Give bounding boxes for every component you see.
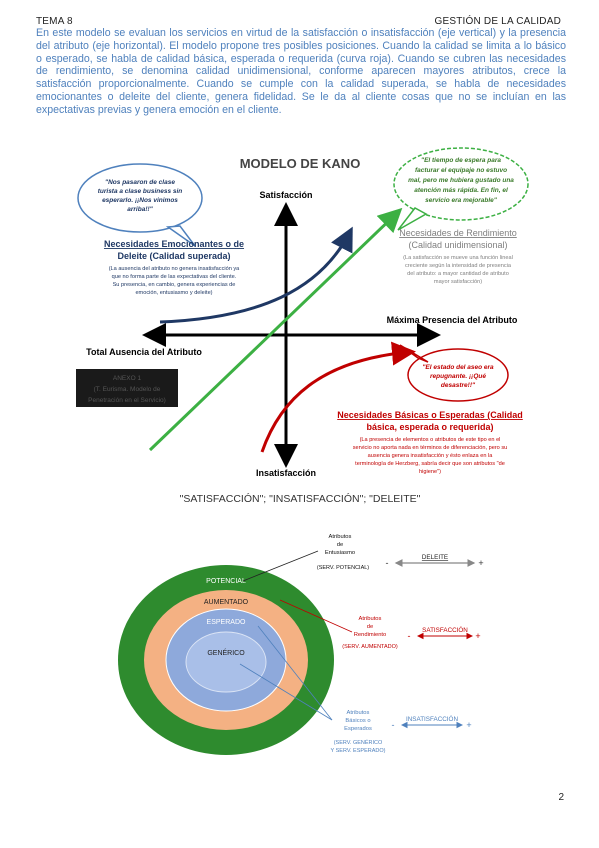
attr-rendimiento-line: de: [367, 624, 373, 630]
section-subtitle: "SATISFACCIÓN"; "INSATISFACCIÓN"; "DELEI…: [180, 492, 421, 505]
rings-diagram: POTENCIAL AUMENTADO ESPERADO GENÉRICO: [118, 565, 334, 755]
connector-rendimiento: [279, 599, 353, 633]
ring-generico: [185, 631, 267, 693]
bubble-performance-line: mal, pero me hubiera gustado una: [408, 177, 514, 184]
attr-basicos-line: Atributos: [347, 710, 370, 716]
performance-desc-line: (La satisfacción se mueve una función li…: [403, 255, 513, 261]
delight-desc-line: emoción, entusiasmo y deleite): [135, 290, 212, 296]
attr-rendimiento-line: Atributos: [359, 616, 382, 622]
performance-title: Necesidades de Rendimiento: [399, 228, 517, 238]
delight-desc-line: (La ausencia del atributo no genera insa…: [109, 266, 240, 272]
kano-title: MODELO DE KANO: [240, 156, 361, 171]
serv-generico-line: Y SERV. ESPERADO): [331, 748, 386, 754]
delight-title: Necesidades Emocionantes o de: [104, 239, 244, 249]
attr-entusiasmo-line: Entusiasmo: [325, 550, 355, 556]
basic-curve: [260, 341, 416, 453]
ring-label-generico: GENÉRICO: [207, 648, 245, 657]
basic-title: Necesidades Básicas o Esperadas (Calidad: [337, 410, 523, 420]
axis-max-presence-label: Máxima Presencia del Atributo: [387, 315, 518, 325]
bubble-delight-line: arriba!!": [127, 206, 153, 213]
attr-entusiasmo-line: de: [337, 542, 343, 548]
scale-delight-label: DELEITE: [422, 554, 448, 561]
serv-generico-line: (SERV. GENÉRICO: [334, 739, 383, 746]
delight-desc-line: Su presencia, en cambio, genera experien…: [113, 282, 236, 288]
source-box-line: ANEXO 1: [113, 375, 142, 382]
header-topic: TEMA 8: [36, 16, 73, 27]
intro-paragraph: En este modelo se evaluan los servicios …: [36, 27, 566, 116]
attr-entusiasmo-line: Atributos: [329, 534, 352, 540]
bubble-performance-line: facturar el equipaje no estuvo: [415, 167, 507, 174]
performance-desc-line: creciente según la intensidad de presenc…: [405, 263, 512, 269]
bubble-performance-line: atención más rápida. En fin, el: [414, 187, 508, 194]
scale-plus: +: [478, 558, 483, 568]
scale-plus: +: [466, 720, 471, 730]
source-box-line: Penetración en el Servicio): [88, 397, 166, 404]
basic-desc-line: higiene"): [419, 469, 441, 475]
bubble-delight-line: esperarlo. ¡¡Nos vinimos: [102, 197, 178, 204]
page-number: 2: [558, 792, 564, 803]
scale-minus: -: [408, 631, 411, 641]
scale-minus: -: [392, 720, 395, 730]
performance-desc-line: mayor satisfacción): [434, 279, 482, 285]
attr-basicos-line: Esperados: [344, 726, 372, 732]
header-subject: GESTIÓN DE LA CALIDAD: [434, 16, 561, 27]
performance-subtitle: (Calidad unidimensional): [408, 240, 507, 250]
scale-minus: -: [386, 558, 389, 568]
source-box-line: (T. Eurisma. Modelo de: [94, 386, 161, 393]
bubble-performance-line: "El tiempo de espera para: [421, 157, 501, 164]
basic-subtitle: básica, esperada o requerida): [366, 422, 493, 432]
source-box: ANEXO 1 (T. Eurisma. Modelo de Penetraci…: [76, 369, 178, 407]
axis-total-absence-label: Total Ausencia del Atributo: [86, 347, 202, 357]
serv-aumentado-label: (SERV. AUMENTADO): [342, 644, 398, 650]
scale-plus: +: [475, 631, 480, 641]
attr-rendimiento-line: Rendimiento: [354, 632, 387, 638]
bubble-basic-line: repugnante. ¡¡Qué: [430, 373, 486, 380]
bubble-basic-line: "El estado del aseo era: [422, 364, 494, 371]
ring-label-esperado: ESPERADO: [207, 619, 246, 626]
bubble-basic-line: desastre!!": [441, 382, 476, 389]
delight-subtitle: Deleite (Calidad superada): [117, 251, 230, 261]
scale-insatisf-label: INSATISFACCIÓN: [406, 714, 458, 723]
basic-desc-line: terminología de Herzberg, sabría decir q…: [355, 461, 505, 467]
performance-line: [148, 207, 403, 452]
connector-basicos-1: [257, 625, 333, 721]
delight-curve: [159, 226, 353, 324]
delight-desc-line: que no forma parte de las expectativas d…: [112, 274, 237, 280]
axis-insatisfaction-label: Insatisfacción: [256, 468, 316, 478]
scale-satisf-label: SATISFACCIÓN: [422, 625, 468, 634]
ring-label-potencial: POTENCIAL: [206, 578, 246, 585]
connector-basicos-2: [239, 663, 333, 721]
basic-desc-line: servicio no aporta nada en términos de d…: [353, 445, 508, 451]
basic-desc-line: ausencia genera insatisfacción y ésto en…: [368, 453, 494, 459]
basic-desc-line: (La presencia de elementos o atributos d…: [360, 437, 501, 443]
bubble-performance-line: servicio era mejorable": [425, 197, 498, 204]
axis-satisfaction-label: Satisfacción: [259, 190, 312, 200]
bubble-delight-line: "Nos pasaron de clase: [105, 179, 175, 186]
attr-basicos-line: Básicos o: [345, 718, 370, 724]
ring-label-aumentado: AUMENTADO: [204, 599, 249, 606]
bubble-delight-line: turista a clase business sin: [98, 188, 183, 195]
bubble-basic: "El estado del aseo era repugnante. ¡¡Qu…: [399, 344, 509, 402]
serv-potencial-label: (SERV. POTENCIAL): [317, 565, 369, 571]
performance-desc-line: del atributo: a mayor cantidad de atribu…: [407, 271, 509, 277]
bubble-delight: "Nos pasaron de clase turista a clase bu…: [77, 163, 203, 247]
bubble-performance: "El tiempo de espera para facturar el eq…: [393, 147, 529, 231]
connector-entusiasmo: [242, 550, 319, 582]
